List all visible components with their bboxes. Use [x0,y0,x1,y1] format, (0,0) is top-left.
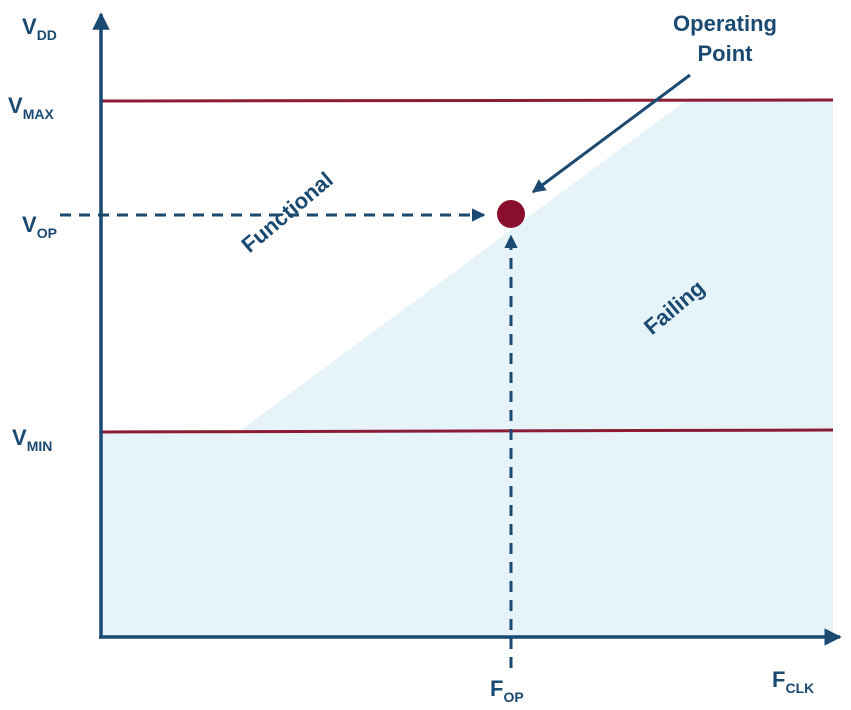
functional-region-label: Functional [237,167,338,258]
vmin-label: VMIN [12,425,52,454]
operating-point-callout-line2: Point [698,41,754,66]
failing-region [102,101,833,636]
vmin-line [101,428,834,434]
operating-point-arrow [531,73,691,194]
vmax-label: VMAX [8,93,54,122]
x-axis-label: FCLK [772,667,814,696]
vmax-line [101,98,834,103]
vop-label: VOP [22,212,57,241]
fop-label: FOP [490,676,524,705]
operating-point-dot [497,200,525,228]
operating-point-callout-line1: Operating [673,11,777,36]
y-axis-label: VDD [22,14,57,43]
